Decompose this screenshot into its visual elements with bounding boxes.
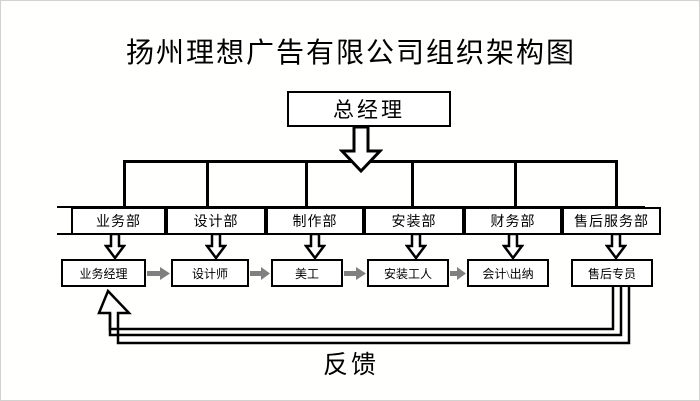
node-role-4[interactable]: 安装工人: [367, 259, 449, 287]
node-department-5-label: 财务部: [490, 215, 536, 230]
node-department-1[interactable]: 业务部: [71, 207, 166, 235]
node-department-5[interactable]: 财务部: [464, 207, 562, 235]
arrow-role-4-to-role-5: [450, 267, 467, 280]
node-role-1-label: 业务经理: [79, 266, 128, 281]
connector-dept-2: [206, 160, 209, 208]
arrow-role-1-to-role-2: [147, 267, 171, 280]
node-department-4-label: 安装部: [391, 215, 437, 230]
node-department-3-label: 制作部: [292, 215, 338, 230]
arrow-dept-3-to-role-3: [303, 232, 327, 265]
node-department-2-label: 设计部: [193, 215, 239, 230]
arrow-dept-2-to-role-2: [204, 232, 228, 265]
node-role-2-label: 设计师: [191, 266, 228, 281]
connector-dept-3: [305, 160, 308, 208]
node-role-6-label: 售后专员: [587, 266, 636, 281]
arrow-dept-4-to-role-4: [404, 232, 428, 265]
node-role-4-label: 安装工人: [383, 266, 432, 281]
node-department-6-label: 售后服务部: [574, 215, 649, 230]
arrow-dept-5-to-role-5: [501, 232, 525, 265]
node-role-6[interactable]: 售后专员: [571, 259, 653, 287]
feedback-label: 反馈: [322, 352, 379, 379]
node-role-2[interactable]: 设计师: [171, 259, 249, 287]
node-general-manager-label: 总经理: [333, 98, 405, 122]
connector-dept-4: [411, 160, 414, 208]
connector-dept-6: [615, 160, 618, 208]
node-department-3[interactable]: 制作部: [266, 207, 364, 235]
node-general-manager[interactable]: 总经理: [287, 91, 451, 127]
arrow-dept-1-to-role-1: [103, 232, 127, 265]
node-role-3-label: 美工: [294, 266, 319, 281]
connector-dept-1: [123, 160, 126, 208]
node-role-1[interactable]: 业务经理: [61, 259, 146, 287]
arrow-role-3-to-role-4: [344, 267, 367, 280]
node-department-4[interactable]: 安装部: [364, 207, 464, 235]
arrow-role-2-to-role-3: [250, 267, 271, 280]
feedback-loop-path: [61, 283, 661, 362]
connector-dept-5: [514, 160, 517, 208]
node-department-2[interactable]: 设计部: [166, 207, 266, 235]
node-role-5-label: 会计\出纳: [482, 266, 534, 281]
page-title: 扬州理想广告有限公司组织架构图: [125, 38, 576, 69]
node-department-1-label: 业务部: [96, 215, 141, 230]
node-role-5[interactable]: 会计\出纳: [467, 259, 549, 287]
node-role-3[interactable]: 美工: [271, 259, 343, 287]
arrow-gm-to-departments: [339, 127, 383, 173]
node-department-6[interactable]: 售后服务部: [562, 207, 661, 235]
arrow-dept-6-to-role-6: [604, 232, 628, 265]
